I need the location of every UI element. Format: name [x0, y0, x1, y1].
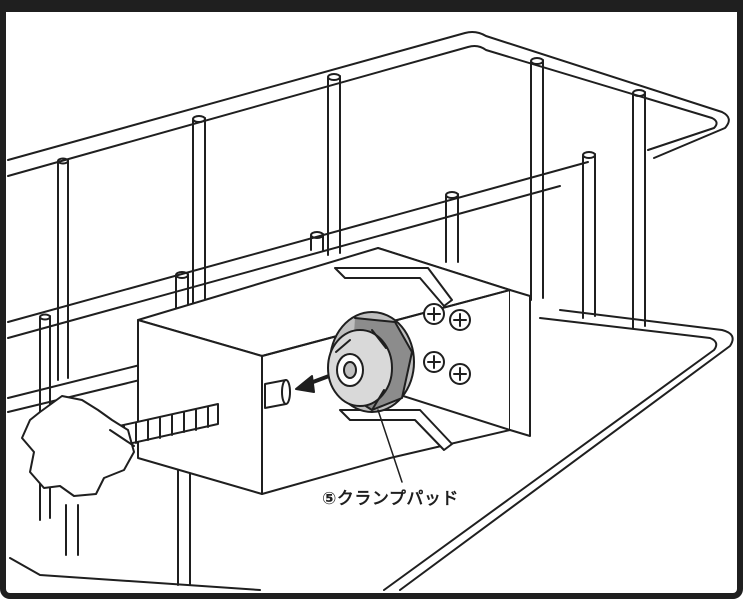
threaded-rod [109, 379, 291, 449]
knob-icon [21, 395, 135, 497]
rack-bottom-rails [7, 309, 734, 591]
clamp-pad-icon [327, 311, 415, 413]
mounting-screws [423, 303, 471, 385]
callout-label-clamp-pad: ⑤クランプパッド [322, 489, 459, 509]
rack-top-rails [7, 31, 730, 339]
callout-leader-line [377, 409, 403, 483]
spring-clips [334, 267, 453, 451]
